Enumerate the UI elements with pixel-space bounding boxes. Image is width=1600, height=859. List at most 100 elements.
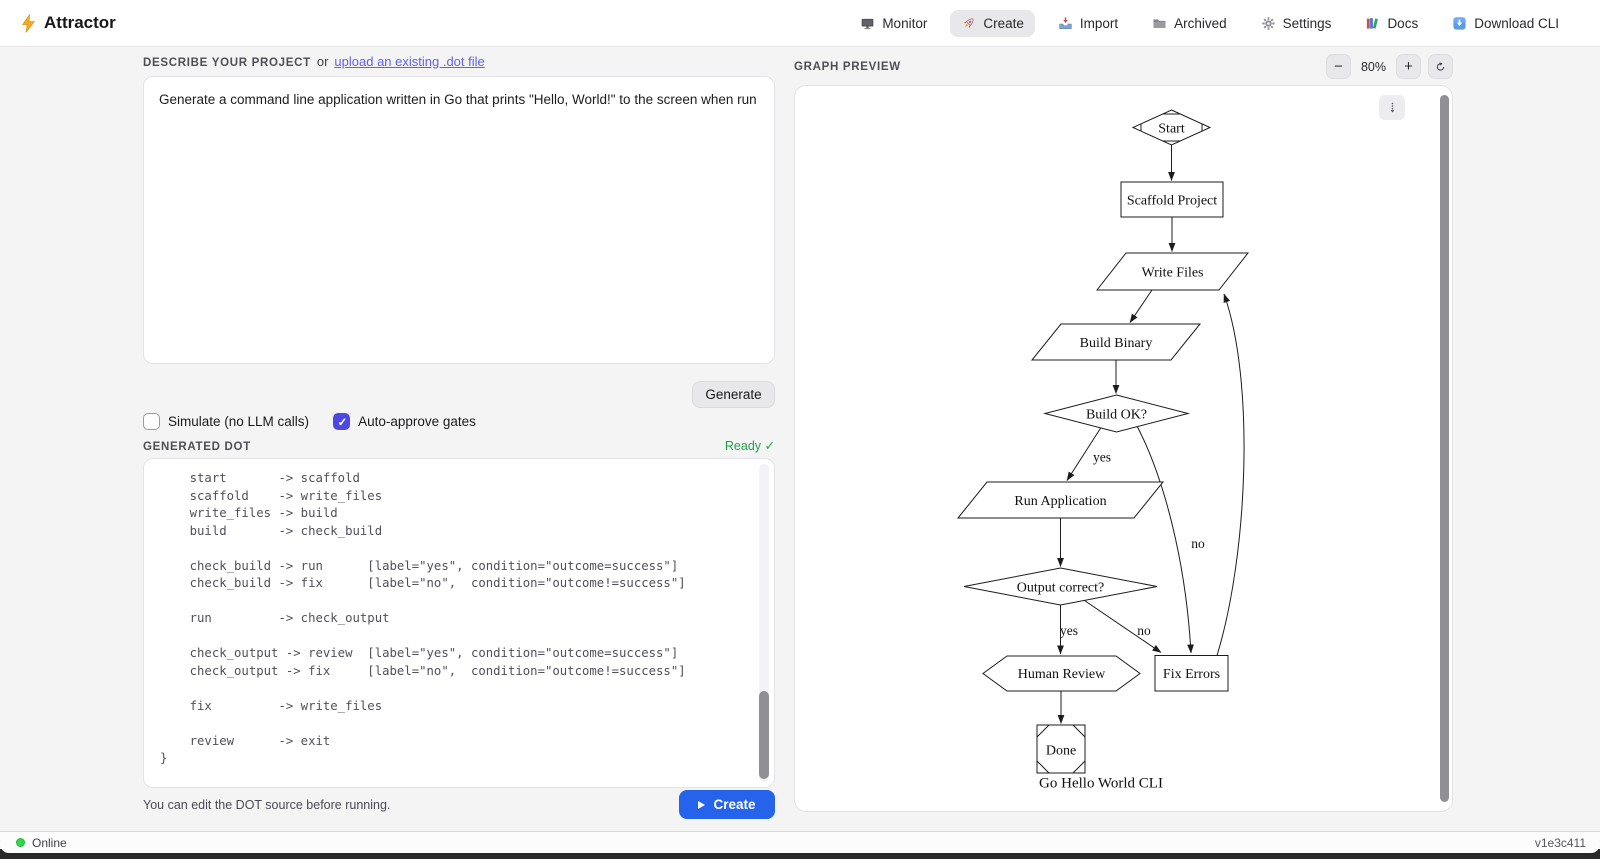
auto-approve-checkbox[interactable] (333, 413, 351, 430)
play-icon (698, 800, 706, 809)
reset-view-button[interactable] (1428, 54, 1453, 79)
edge-checkoutput-fix-no (1082, 599, 1162, 653)
node-build: Build Binary (1030, 323, 1202, 361)
options-row: Simulate (no LLM calls) Auto-approve gat… (143, 413, 476, 430)
graph-caption: Go Hello World CLI (1039, 776, 1163, 792)
graph-preview-panel: GRAPH PREVIEW − 80% + (794, 47, 1453, 833)
app-logo: Attractor (20, 13, 116, 33)
zoom-in-button[interactable]: + (1396, 54, 1421, 79)
describe-header: DESCRIBE YOUR PROJECT or upload an exist… (143, 54, 485, 69)
simulate-checkbox[interactable] (143, 413, 160, 430)
svg-text:Done: Done (1046, 744, 1076, 759)
svg-text:Output correct?: Output correct? (1017, 581, 1104, 596)
online-label: Online (32, 835, 67, 850)
node-run: Run Application (956, 481, 1165, 519)
nav-item-settings[interactable]: Settings (1250, 10, 1343, 37)
upload-dot-link[interactable]: upload an existing .dot file (334, 54, 485, 69)
flowchart: yes no yes no Start Scaffold Project Wri… (956, 109, 1250, 792)
svg-text:Build OK?: Build OK? (1086, 408, 1147, 423)
or-text: or (316, 54, 329, 69)
node-check-output: Output correct? (963, 567, 1158, 606)
node-start: Start (1131, 109, 1212, 146)
node-fix: Fix Errors (1154, 655, 1229, 692)
version-label: v1e3c411 (1534, 835, 1586, 850)
download-icon (1452, 16, 1467, 31)
import-icon (1058, 16, 1073, 31)
nav-label: Download CLI (1474, 15, 1559, 31)
generated-dot-header: GENERATED DOT Ready ✓ (143, 438, 775, 453)
node-check-build: Build OK? (1043, 394, 1190, 433)
node-done: Done (1036, 724, 1086, 774)
edge-writefiles-build (1129, 289, 1153, 323)
dotted-down-arrow-icon (1390, 102, 1394, 113)
edge-label-output-yes: yes (1060, 623, 1078, 638)
nav-label: Docs (1387, 15, 1419, 31)
edge-label-output-no: no (1137, 623, 1151, 638)
edge-fix-writefiles (1216, 293, 1245, 656)
nav-label: Monitor (882, 15, 928, 31)
graph-canvas[interactable]: yes no yes no Start Scaffold Project Wri… (794, 85, 1453, 812)
refresh-icon (1436, 61, 1445, 71)
simulate-label: Simulate (no LLM calls) (168, 414, 310, 429)
status-bar: Online v1e3c411 (0, 831, 1600, 853)
auto-approve-option[interactable]: Auto-approve gates (333, 413, 476, 430)
graph-menu-button[interactable] (1379, 95, 1405, 120)
project-description-input[interactable]: Generate a command line application writ… (143, 76, 775, 364)
create-button-label: Create (713, 797, 756, 812)
window-bottom-edge (0, 849, 1600, 859)
create-form-panel: DESCRIBE YOUR PROJECT or upload an exist… (143, 47, 775, 833)
nav-item-monitor[interactable]: Monitor (849, 10, 938, 37)
generated-dot-heading: GENERATED DOT (143, 441, 251, 453)
svg-text:Human Review: Human Review (1018, 667, 1106, 682)
graph-preview-header: GRAPH PREVIEW − 80% + (794, 54, 1453, 79)
nav-item-download-cli[interactable]: Download CLI (1441, 10, 1570, 37)
dot-source-code[interactable]: start -> scaffold scaffold -> write_file… (160, 471, 686, 765)
zoom-level: 80% (1360, 59, 1386, 74)
auto-approve-label: Auto-approve gates (358, 414, 476, 429)
edge-label-build-no: no (1191, 536, 1205, 551)
edge-checkbuild-run-yes (1066, 427, 1102, 481)
svg-text:Start: Start (1158, 122, 1185, 137)
node-review: Human Review (982, 655, 1141, 692)
edge-label-build-yes: yes (1093, 450, 1111, 465)
online-dot-icon (16, 838, 25, 847)
monitor-icon (860, 16, 875, 31)
graph-preview-heading: GRAPH PREVIEW (794, 60, 901, 73)
gear-icon (1261, 16, 1276, 31)
nav-item-archived[interactable]: Archived (1141, 10, 1238, 37)
edge-checkbuild-fix-no (1136, 425, 1194, 654)
nav-label: Settings (1282, 15, 1332, 31)
lightning-icon (22, 13, 35, 33)
svg-text:Build Binary: Build Binary (1080, 336, 1153, 351)
code-scrollbar-thumb[interactable] (759, 691, 769, 779)
rocket-icon (961, 16, 976, 31)
zoom-out-button[interactable]: − (1325, 54, 1351, 79)
describe-heading: DESCRIBE YOUR PROJECT (143, 57, 311, 69)
top-bar: Attractor Monitor Create Import Archived… (0, 0, 1600, 47)
nav-label: Create (983, 15, 1024, 31)
nav-label: Import (1079, 15, 1119, 31)
svg-text:Scaffold Project: Scaffold Project (1127, 194, 1217, 209)
simulate-option[interactable]: Simulate (no LLM calls) (143, 413, 309, 430)
zoom-controls: − 80% + (1325, 54, 1453, 79)
graph-scrollbar-thumb[interactable] (1440, 95, 1449, 802)
create-footer-row: You can edit the DOT source before runni… (143, 790, 775, 819)
main-nav: Monitor Create Import Archived Settings … (849, 9, 1570, 37)
svg-text:Run Application: Run Application (1014, 494, 1106, 509)
create-button[interactable]: Create (679, 790, 775, 819)
nav-label: Archived (1174, 15, 1227, 31)
node-scaffold: Scaffold Project (1120, 181, 1224, 218)
folder-icon (1152, 16, 1167, 31)
dot-source-editor[interactable]: start -> scaffold scaffold -> write_file… (143, 458, 775, 788)
edit-hint-text: You can edit the DOT source before runni… (143, 797, 391, 812)
nav-item-create[interactable]: Create (950, 9, 1035, 37)
svg-text:Write Files: Write Files (1141, 266, 1203, 281)
svg-text:Fix Errors: Fix Errors (1163, 667, 1220, 682)
node-write-files: Write Files (1095, 252, 1250, 291)
generate-button[interactable]: Generate (692, 381, 775, 408)
nav-item-docs[interactable]: Docs (1354, 10, 1429, 37)
ready-status: Ready ✓ (724, 439, 775, 453)
connection-status: Online (16, 836, 67, 850)
app-title: Attractor (44, 13, 116, 32)
nav-item-import[interactable]: Import (1047, 10, 1129, 37)
